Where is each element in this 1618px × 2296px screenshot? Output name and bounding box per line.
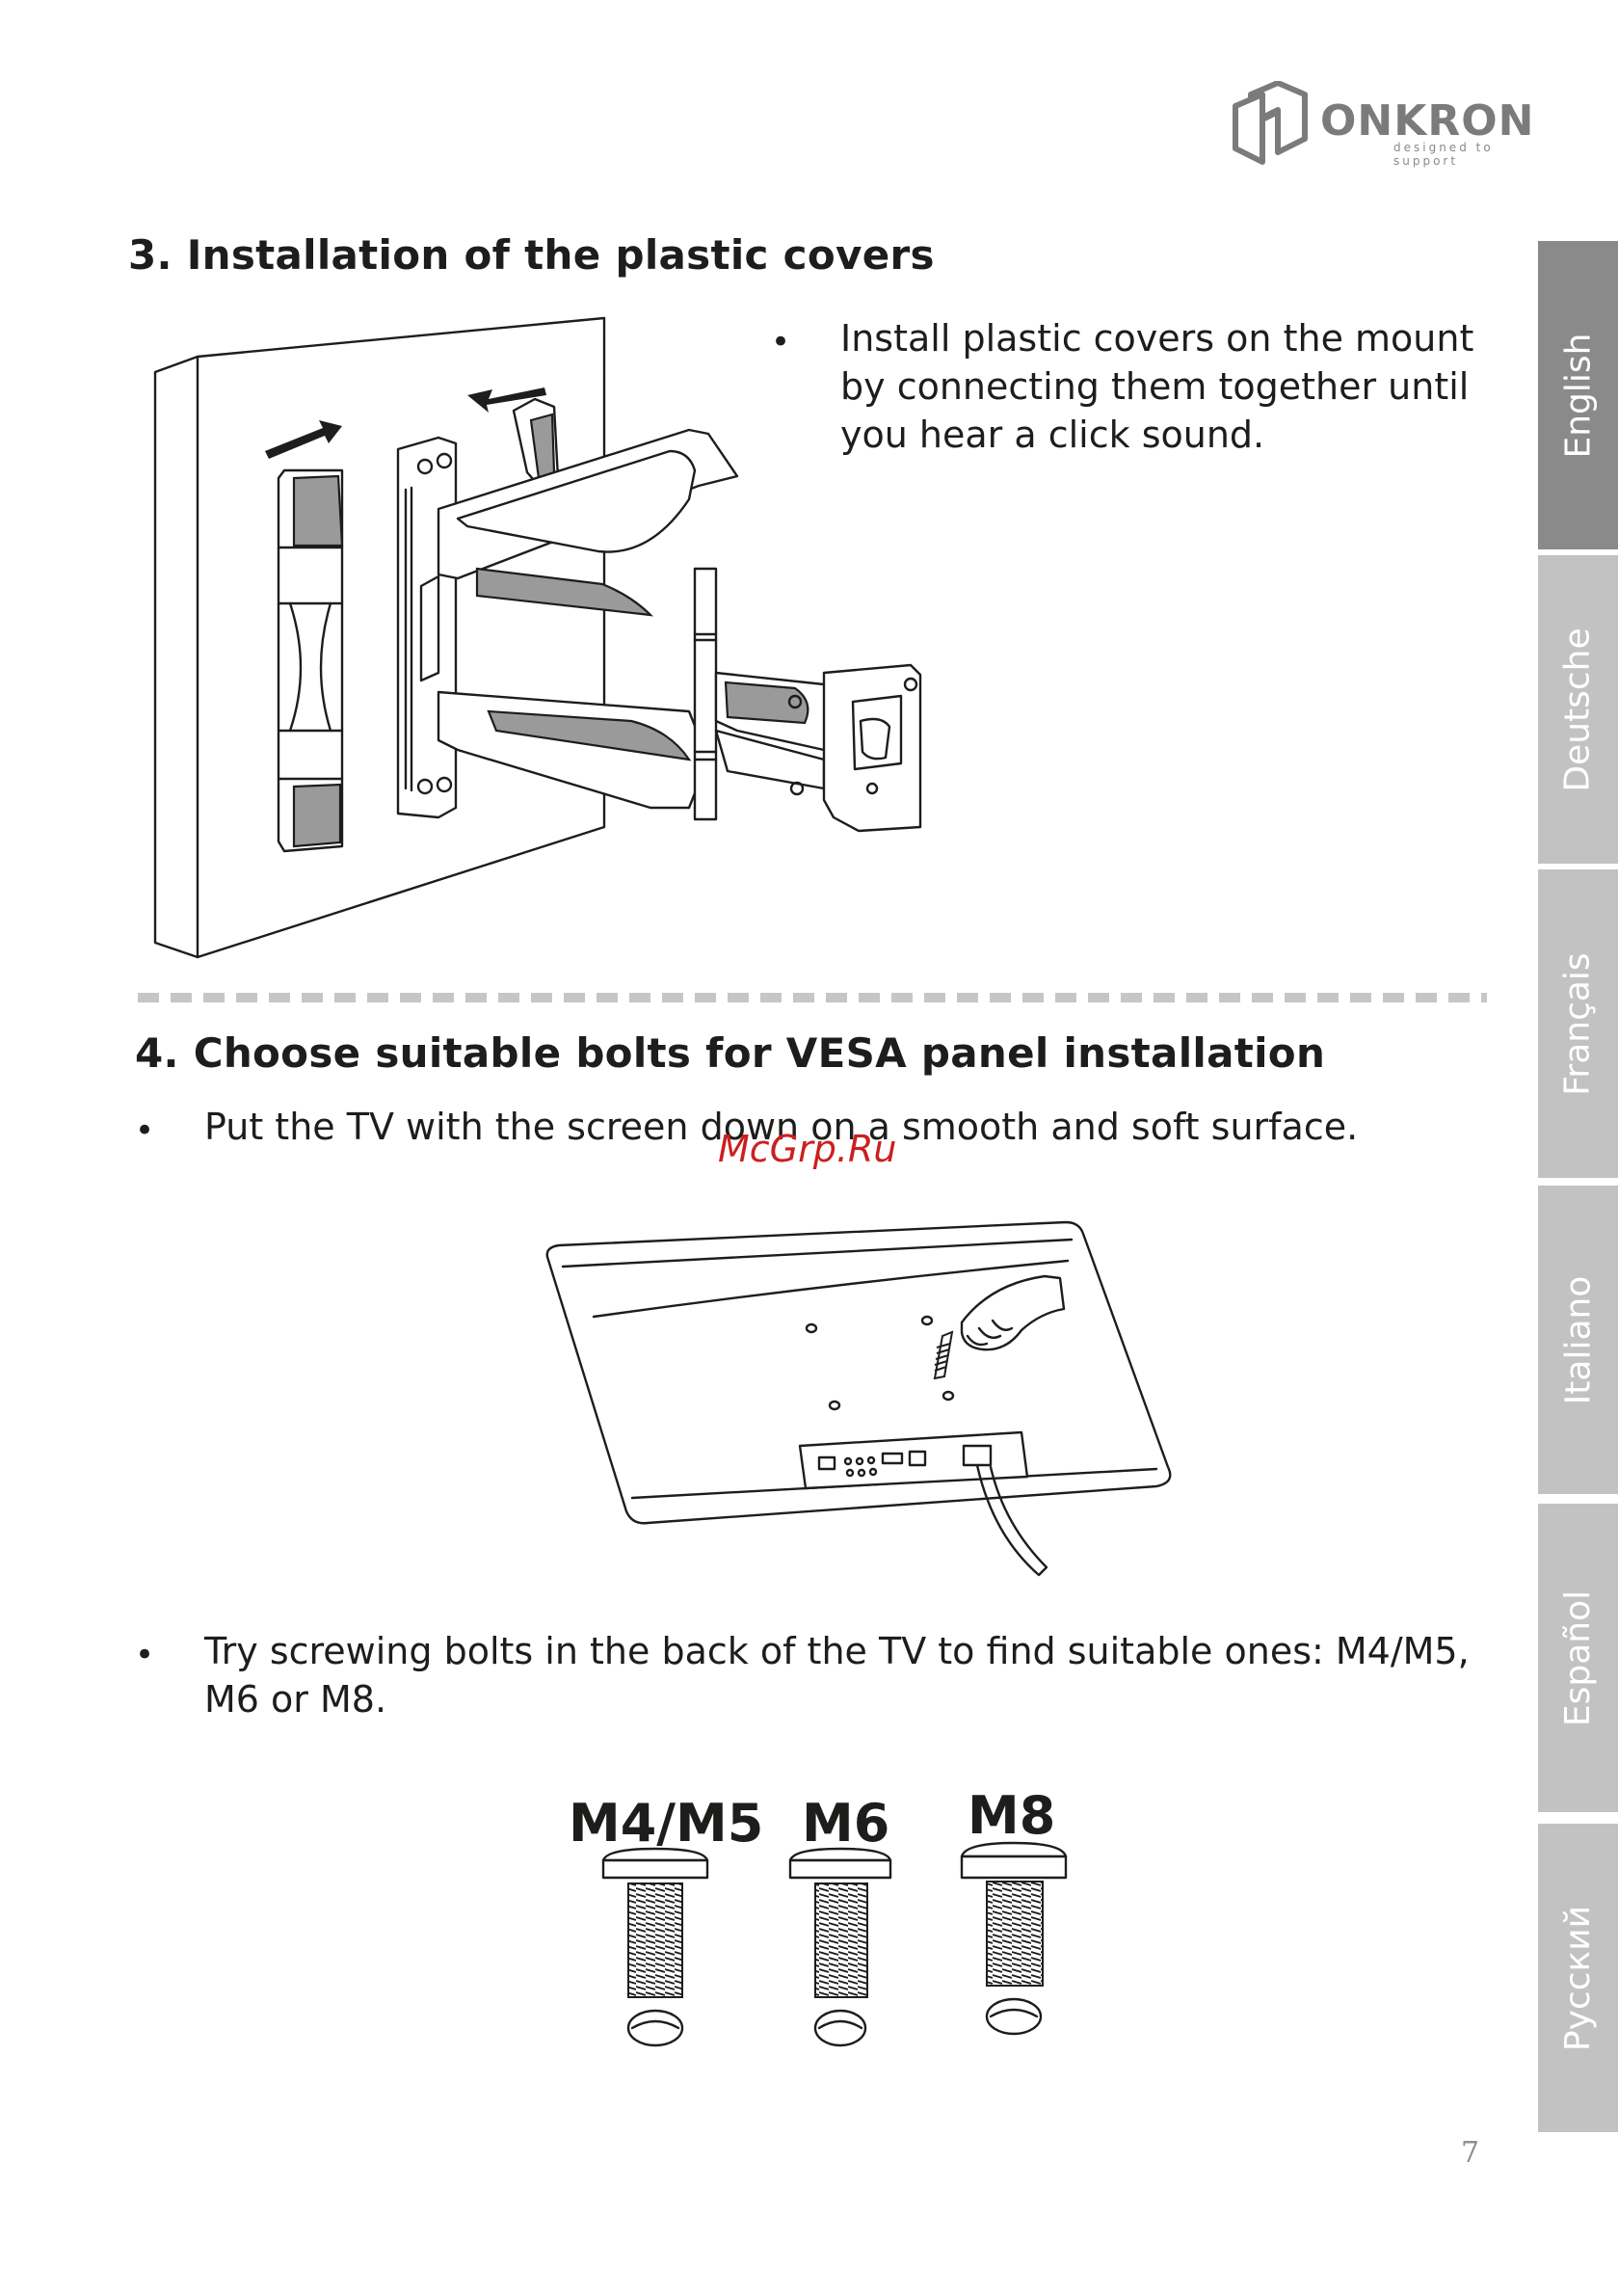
- lang-tab-label: Français: [1558, 951, 1599, 1096]
- lang-tab-italiano[interactable]: Italiano: [1538, 1186, 1618, 1494]
- section-4-heading: 4. Choose suitable bolts for VESA panel …: [135, 1029, 1326, 1077]
- bolt-m4-m5-icon: [601, 1847, 709, 2047]
- brand-logo: ONKRON designed to support: [1232, 81, 1550, 177]
- lang-tab-russian[interactable]: Русский: [1538, 1824, 1618, 2132]
- lang-tab-deutsche[interactable]: Deutsche: [1538, 555, 1618, 864]
- tv-back-illustration: [545, 1220, 1172, 1577]
- bolt-m8-icon: [960, 1841, 1068, 2036]
- bolts-illustration: [601, 1841, 1068, 2047]
- page-number: 7: [1461, 2136, 1480, 2170]
- lang-tab-espanol[interactable]: Español: [1538, 1504, 1618, 1812]
- lang-tab-francais[interactable]: Français: [1538, 869, 1618, 1178]
- onkron-logo-icon: [1233, 81, 1308, 165]
- bullet-marker: •: [135, 1636, 155, 1674]
- lang-tab-english[interactable]: English: [1538, 241, 1618, 549]
- bullet-marker: •: [135, 1111, 155, 1150]
- plastic-covers-illustration: [153, 316, 922, 959]
- lang-tab-label: Español: [1558, 1589, 1599, 1726]
- instruction-try-bolts: Try screwing bolts in the back of the TV…: [204, 1630, 1470, 1721]
- bolt-m6-icon: [788, 1847, 892, 2047]
- lang-tab-label: English: [1558, 333, 1598, 458]
- lang-tab-label: Русский: [1558, 1905, 1599, 2051]
- instruction-plastic-covers: Install plastic covers on the mount by c…: [840, 317, 1474, 456]
- lang-tab-label: Italiano: [1558, 1275, 1599, 1404]
- section-3-heading: 3. Installation of the plastic covers: [128, 231, 935, 279]
- bolt-label-m8: M8: [968, 1785, 1056, 1846]
- instruction-screen-down: Put the TV with the screen down on a smo…: [204, 1106, 1359, 1148]
- watermark: McGrp.Ru: [718, 1128, 897, 1170]
- brand-name: ONKRON: [1320, 96, 1535, 146]
- brand-tagline: designed to support: [1393, 141, 1494, 168]
- section-divider: [138, 993, 1487, 1002]
- bolt-label-m4-m5: M4/M5: [569, 1793, 764, 1854]
- lang-tab-label: Deutsche: [1558, 627, 1599, 792]
- bullet-marker: •: [771, 323, 791, 361]
- bolt-label-m6: M6: [802, 1793, 890, 1854]
